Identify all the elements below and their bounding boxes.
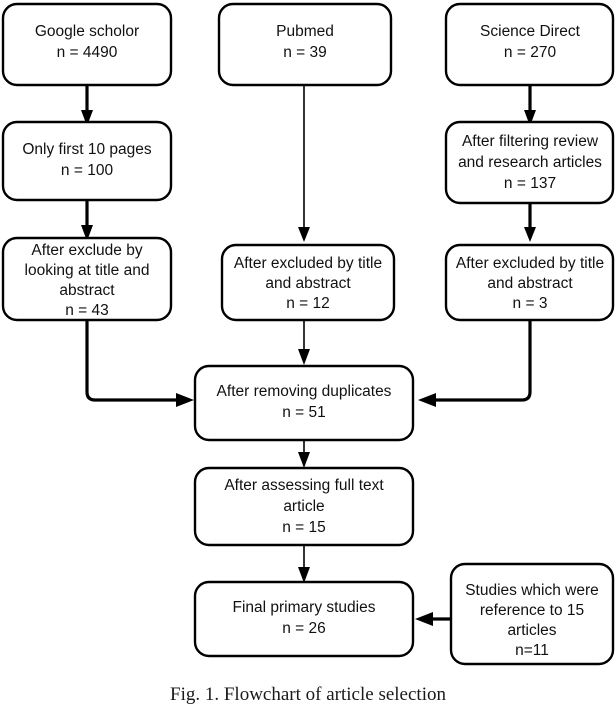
- node-after-removing-duplicates-line-1: After removing duplicates: [217, 383, 392, 400]
- node-after-filtering-review-box[interactable]: [444, 120, 615, 205]
- node-after-exclude-left-line-3: abstract: [59, 282, 115, 299]
- node-only-first-10-pages-line-1: Only first 10 pages: [22, 141, 151, 158]
- node-after-filtering-review[interactable]: After filtering review and research arti…: [444, 120, 615, 205]
- node-final-primary-studies-line-2: n = 26: [282, 620, 326, 637]
- edge-science-direct-to-after-filtering-review: [524, 85, 536, 126]
- node-pubmed-line-1: Pubmed: [276, 23, 334, 40]
- node-after-excluded-right-line-3: n = 3: [513, 295, 548, 312]
- node-after-excluded-right-line-2: and abstract: [487, 275, 573, 292]
- node-science-direct[interactable]: Science Direct n = 270: [444, 2, 615, 87]
- edge-only-first-10-pages-to-after-exclude: [81, 200, 93, 241]
- node-pubmed[interactable]: Pubmed n = 39: [217, 2, 393, 87]
- node-reference-studies-line-4: n=11: [515, 642, 549, 659]
- node-after-excluded-title-abstract-right-box[interactable]: [444, 243, 615, 322]
- node-after-filtering-review-line-2: and research articles: [458, 154, 602, 171]
- edge-middle-to-after-removing-duplicates: [298, 320, 310, 365]
- edge-pubmed-to-after-excluded-middle: [298, 85, 310, 242]
- node-after-excluded-title-abstract-middle-box[interactable]: [220, 243, 396, 322]
- node-science-direct-box[interactable]: [444, 2, 615, 87]
- node-google-scholar-box[interactable]: [1, 2, 173, 87]
- node-after-excluded-middle-line-1: After excluded by title: [234, 255, 382, 272]
- node-after-exclude-left-line-2: looking at title and: [25, 262, 150, 279]
- node-only-first-10-pages-line-2: n = 100: [61, 162, 114, 179]
- node-reference-studies-line-3: articles: [507, 622, 556, 639]
- node-pubmed-line-2: n = 39: [283, 44, 327, 61]
- node-after-assessing-full-text-line-2: article: [283, 498, 324, 515]
- figure-caption: Fig. 1. Flowchart of article selection: [170, 684, 446, 705]
- node-after-assessing-full-text[interactable]: After assessing full text article n = 15: [193, 466, 415, 547]
- node-after-removing-duplicates[interactable]: After removing duplicates n = 51: [193, 364, 415, 442]
- edge-layer: [81, 85, 536, 626]
- node-science-direct-line-2: n = 270: [504, 44, 557, 61]
- node-after-exclude-left-line-1: After exclude by: [31, 242, 142, 259]
- node-layer: Google scholor n = 4490 Pubmed n = 39 Sc…: [1, 2, 615, 666]
- node-only-first-10-pages-box[interactable]: [1, 120, 173, 202]
- edge-duplicates-to-full-text: [298, 440, 310, 468]
- node-after-assessing-full-text-box[interactable]: [193, 466, 415, 547]
- node-studies-which-were-reference[interactable]: Studies which were reference to 15 artic…: [449, 562, 615, 666]
- node-after-removing-duplicates-line-2: n = 51: [282, 404, 326, 421]
- node-studies-which-were-reference-box[interactable]: [449, 562, 615, 666]
- node-after-exclude-title-abstract-left-box[interactable]: [1, 236, 173, 322]
- node-after-filtering-review-line-1: After filtering review: [462, 133, 599, 150]
- edge-reference-studies-to-final-primary-studies: [415, 612, 450, 626]
- edge-after-filtering-review-to-after-excluded-right: [524, 203, 536, 242]
- node-after-removing-duplicates-box[interactable]: [193, 364, 415, 442]
- node-science-direct-line-1: Science Direct: [480, 23, 581, 40]
- node-reference-studies-line-1: Studies which were: [465, 582, 599, 599]
- node-google-scholar-line-2: n = 4490: [57, 44, 118, 61]
- node-after-excluded-middle-line-3: n = 12: [286, 295, 330, 312]
- edge-left-to-after-removing-duplicates: [85, 320, 194, 407]
- edge-right-to-after-removing-duplicates: [418, 320, 532, 407]
- node-after-assessing-full-text-line-1: After assessing full text: [224, 477, 384, 494]
- node-pubmed-box[interactable]: [217, 2, 393, 87]
- node-after-excluded-title-abstract-middle[interactable]: After excluded by title and abstract n =…: [220, 243, 396, 322]
- node-after-exclude-title-abstract-left[interactable]: After exclude by looking at title and ab…: [1, 236, 173, 322]
- edge-google-scholar-to-only-first-10-pages: [81, 85, 93, 126]
- node-reference-studies-line-2: reference to 15: [480, 602, 584, 619]
- node-after-excluded-right-line-1: After excluded by title: [456, 255, 604, 272]
- node-google-scholar-line-1: Google scholor: [35, 23, 139, 40]
- node-after-exclude-left-line-4: n = 43: [65, 302, 109, 319]
- node-after-assessing-full-text-line-3: n = 15: [282, 519, 326, 536]
- node-final-primary-studies-box[interactable]: [193, 580, 415, 658]
- node-final-primary-studies[interactable]: Final primary studies n = 26: [193, 580, 415, 658]
- node-after-excluded-title-abstract-right[interactable]: After excluded by title and abstract n =…: [444, 243, 615, 322]
- edge-full-text-to-final-primary-studies: [298, 545, 310, 583]
- node-only-first-10-pages[interactable]: Only first 10 pages n = 100: [1, 120, 173, 202]
- node-final-primary-studies-line-1: Final primary studies: [233, 599, 376, 616]
- node-after-filtering-review-line-3: n = 137: [504, 175, 556, 192]
- node-after-excluded-middle-line-2: and abstract: [265, 275, 351, 292]
- node-google-scholar[interactable]: Google scholor n = 4490: [1, 2, 173, 87]
